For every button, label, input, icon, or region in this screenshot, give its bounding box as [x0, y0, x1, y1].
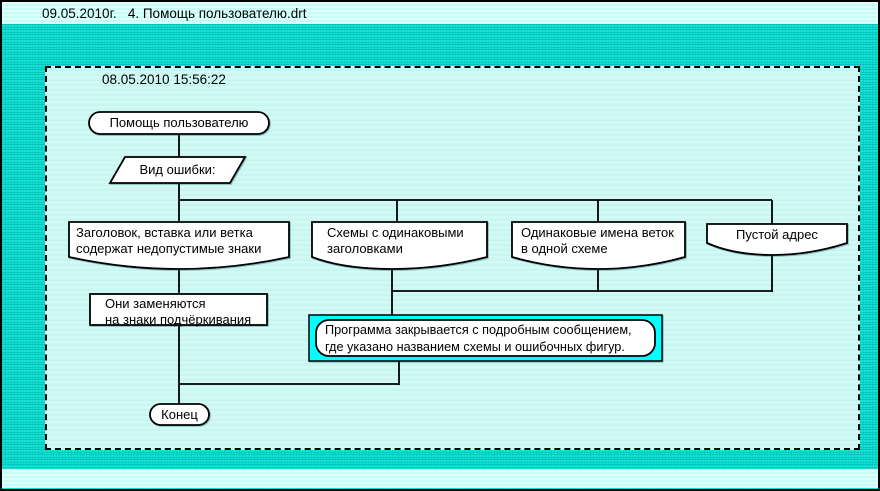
action-label: Они заменяются на знаки подчёркивания [105, 296, 252, 327]
start-terminator[interactable] [88, 111, 270, 135]
bottom-bar [2, 469, 878, 488]
window-title: 09.05.2010г. 4. Помощь пользователю.drt [42, 5, 307, 21]
branch-box-invalid-chars[interactable] [68, 221, 290, 270]
branch-3-label: Одинаковые имена веток в одной схеме [521, 225, 674, 256]
error-type-parallelogram[interactable] [108, 156, 247, 184]
error-type-label: Вид ошибки: [139, 162, 216, 177]
end-terminator[interactable] [149, 403, 210, 426]
start-terminator-label: Помощь пользователю [109, 115, 249, 130]
branch-1-label: Заголовок, вставка или ветка содержат не… [76, 225, 262, 256]
highlighted-message-box[interactable] [308, 314, 663, 362]
branch-box-empty-address[interactable] [706, 223, 848, 256]
diagram-timestamp: 08.05.2010 15:56:22 [102, 72, 226, 87]
connector-lines [178, 134, 773, 406]
branch-4-label: Пустой адрес [736, 227, 818, 242]
title-bar: 09.05.2010г. 4. Помощь пользователю.drt [2, 2, 878, 24]
highlighted-message-label: Программа закрывается с подробным сообще… [325, 323, 632, 354]
branch-box-duplicate-branch-names[interactable] [511, 221, 686, 270]
end-terminator-label: Конец [161, 407, 198, 422]
branch-box-duplicate-headers[interactable] [311, 221, 488, 270]
highlight-inner-box [315, 319, 656, 357]
branch-2-label: Схемы с одинаковыми заголовками [327, 225, 464, 256]
action-box[interactable] [89, 293, 268, 326]
